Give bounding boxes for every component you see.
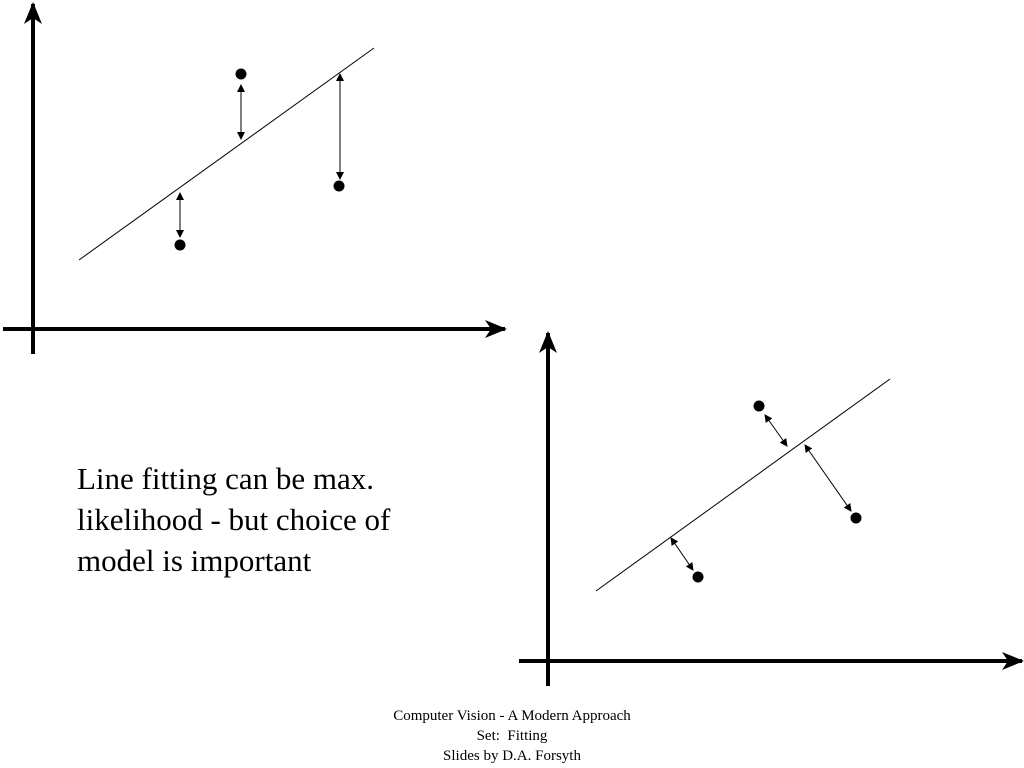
residual-arrow [670,537,694,571]
plot-vertical-residuals [3,2,507,354]
fitted-line [595,378,891,592]
slide-text-line: Line fitting can be max. [77,461,374,496]
footer-set-name: Set: Fitting [476,728,548,744]
fitted-line [78,47,375,261]
slide-body-text: Line fitting can be max. likelihood - bu… [77,458,497,581]
data-point [174,239,186,251]
residual-arrow [804,444,852,512]
data-point [753,400,765,412]
slide-text-line: likelihood - but choice of [77,502,391,537]
footer-author: Slides by D.A. Forsyth [443,748,581,764]
data-point [235,68,247,80]
data-point [333,180,345,192]
footer-course-title: Computer Vision - A Modern Approach [393,708,631,724]
slide-text-line: model is important [77,543,312,578]
slide-footer: Computer Vision - A Modern Approach Set:… [312,706,712,766]
data-point [692,571,704,583]
residual-arrow [764,414,788,447]
data-point [850,512,862,524]
plot-perpendicular-residuals [519,331,1024,686]
